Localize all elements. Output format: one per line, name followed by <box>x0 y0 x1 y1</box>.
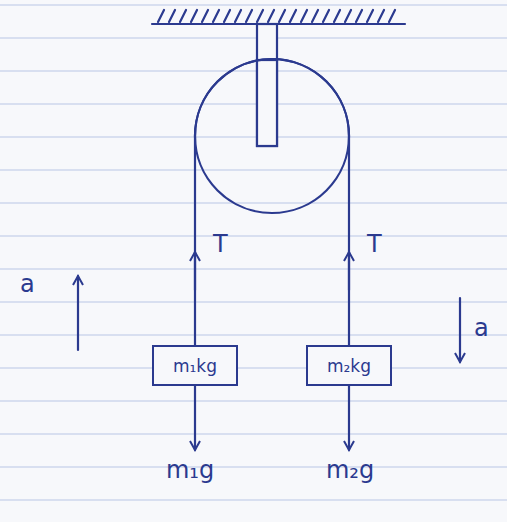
acceleration-label: a <box>20 272 35 296</box>
ceiling-hatch <box>158 10 395 22</box>
mass-block: m₂kg <box>306 345 392 386</box>
mass-label: m₁kg <box>173 356 217 376</box>
acceleration-arrow <box>459 298 461 362</box>
weight-arrow <box>194 386 196 450</box>
weight-label: m₁g <box>166 458 214 482</box>
tension-label: T <box>213 232 228 256</box>
ceiling <box>152 23 405 25</box>
mass-block: m₁kg <box>152 345 238 386</box>
tension-label: T <box>367 232 382 256</box>
acceleration-label: a <box>474 316 489 340</box>
acceleration-arrow <box>77 276 79 350</box>
rope <box>195 59 349 345</box>
pulley-bracket <box>257 24 277 146</box>
weight-label: m₂g <box>326 458 374 482</box>
mass-label: m₂kg <box>327 356 371 376</box>
pulley-axle <box>257 60 277 146</box>
weight-arrow <box>348 386 350 450</box>
